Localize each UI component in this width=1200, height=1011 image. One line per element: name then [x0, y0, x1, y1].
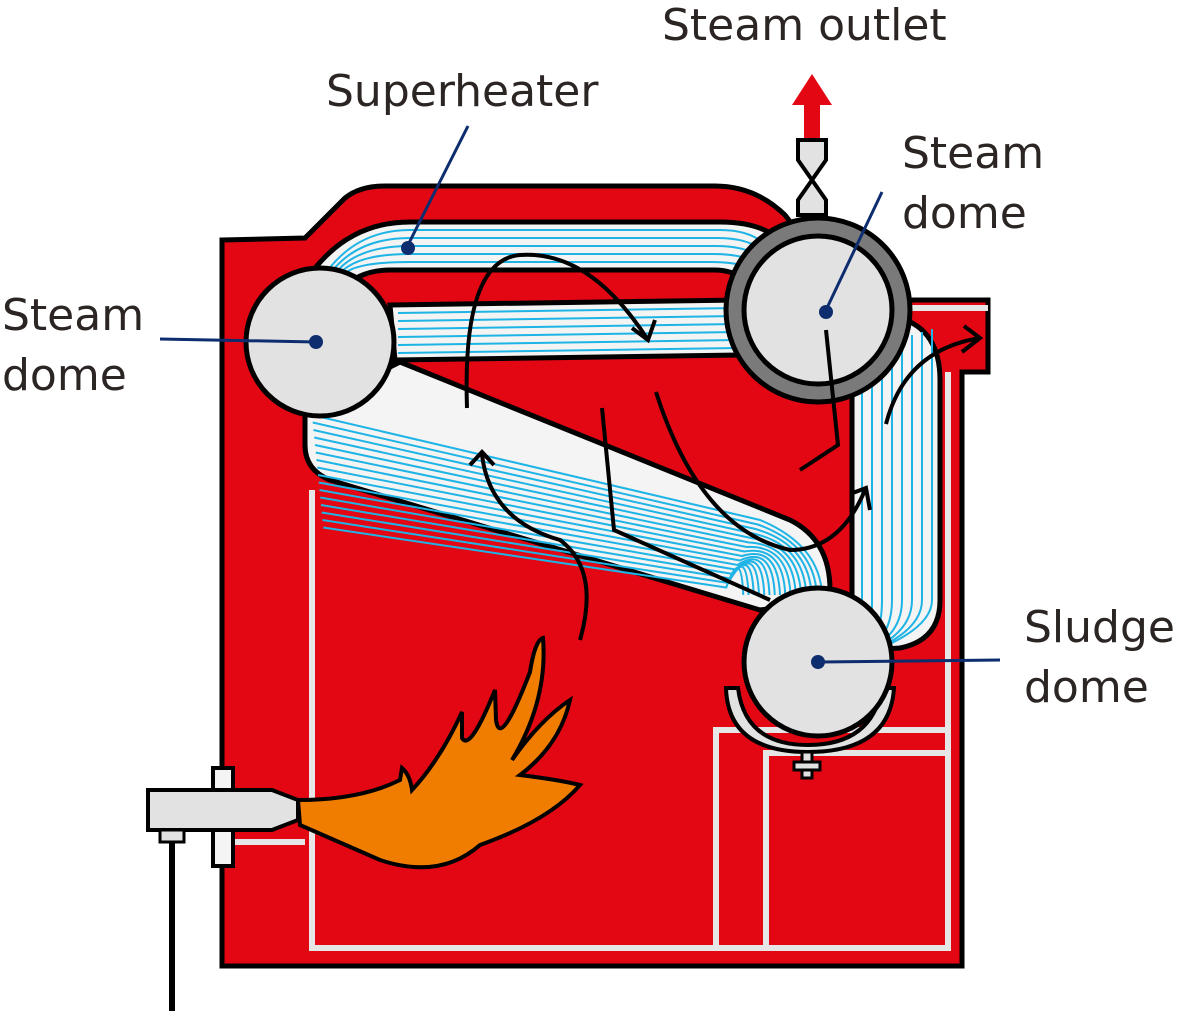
steam-outlet-valve [796, 138, 828, 217]
tube-line [323, 526, 745, 596]
tube-line [314, 444, 802, 596]
tube-line [315, 451, 797, 596]
tube-line [397, 347, 739, 354]
tube-line [397, 323, 739, 330]
burner-body [146, 788, 300, 832]
tube-line [318, 481, 776, 596]
burner-connector [158, 828, 186, 844]
sludge-drain-handle [792, 760, 822, 772]
tube-line [397, 307, 739, 314]
label-steam-dome-left-2: dome [2, 350, 127, 401]
sludge-dome-cradle [723, 686, 897, 755]
flame [295, 635, 584, 870]
tube-line [397, 315, 739, 322]
label-steam-dome-right-1: Steam [902, 128, 1044, 179]
tube-line [317, 466, 787, 596]
tube-line [317, 229, 771, 286]
upper-tube-bank-lines [397, 307, 739, 354]
gas-flow-arrows [464, 252, 984, 641]
leader-lines [159, 125, 1001, 664]
steam-outlet-arrow [792, 74, 832, 138]
tube-line [397, 339, 739, 346]
label-superheater: Superheater [326, 66, 599, 117]
tube-line [397, 331, 739, 338]
label-steam-dome-right-2: dome [902, 188, 1027, 239]
label-sludge-dome-1: Sludge [1024, 602, 1175, 653]
label-sludge-dome-2: dome [1024, 662, 1149, 713]
label-steam-outlet: Steam outlet [662, 0, 947, 51]
tube-line [319, 489, 771, 596]
tube-line [317, 474, 781, 596]
leader-dots [309, 241, 833, 669]
right-steam-dome [741, 233, 895, 387]
downcomer-tube-bank [849, 315, 943, 653]
tube-line [316, 459, 792, 596]
label-steam-dome-left-1: Steam [2, 290, 144, 341]
